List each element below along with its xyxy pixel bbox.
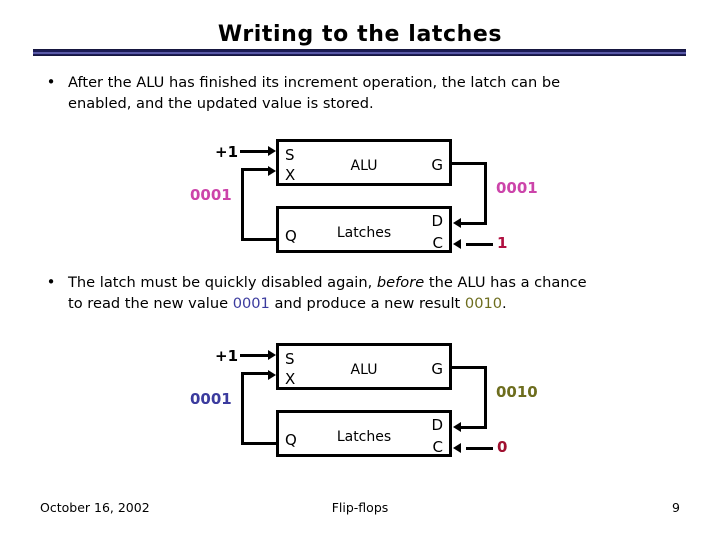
arrow-d-top (453, 218, 461, 228)
bullet-text-2: The latch must be quickly disabled again… (68, 272, 587, 314)
wire-feedback-vert-top (241, 168, 244, 241)
alu-block-top: ALU S X G (276, 139, 452, 186)
arrow-d-bottom (453, 422, 461, 432)
port-x-bottom: X (285, 370, 296, 388)
bullet-1-line-1: After the ALU has finished its increment… (68, 74, 561, 91)
bullet-2-value-new: 0010 (464, 295, 503, 312)
diagram-bottom: +1 ALU S X G Latches Q D C 0001 0010 (180, 334, 560, 474)
signal-feedback-bottom: 0001 (190, 390, 232, 408)
bullet-2-value-old: 0001 (232, 295, 270, 312)
title-divider (33, 49, 686, 56)
signal-output-bottom: 0010 (496, 383, 538, 401)
wire-feedback-bottom-bottom (241, 442, 279, 445)
bullet-text-1: After the ALU has finished its increment… (68, 72, 560, 114)
wire-output-bottom-bottom (460, 426, 487, 429)
footer-page-number: 9 (672, 500, 680, 515)
arrow-increment-top (268, 146, 276, 156)
wire-increment-top (240, 150, 269, 153)
port-g-top: G (431, 156, 443, 174)
signal-clock-bottom: 0 (497, 438, 508, 456)
bullet-2-line-1-a: The latch must be quickly disabled again… (68, 274, 377, 291)
wire-feedback-vert-bottom (241, 372, 244, 445)
wire-feedback-bottom-top (241, 238, 279, 241)
arrow-c-top (453, 239, 461, 249)
signal-clock-top: 1 (497, 234, 508, 252)
port-q-top: Q (285, 227, 297, 245)
signal-output-top: 0001 (496, 179, 538, 197)
arrow-c-bottom (453, 443, 461, 453)
wire-feedback-top-bottom (241, 372, 271, 375)
bullet-2-emphasis: before (376, 274, 425, 291)
title-divider-highlight (33, 52, 686, 54)
latches-block-bottom: Latches Q D C (276, 410, 452, 457)
port-d-bottom: D (431, 416, 443, 434)
signal-feedback-top: 0001 (190, 186, 232, 204)
bullet-2-line-2-c: . (502, 295, 507, 312)
bullet-1-line-2: enabled, and the updated value is stored… (68, 95, 374, 112)
arrow-x-top (268, 166, 276, 176)
port-q-bottom: Q (285, 431, 297, 449)
wire-clock-bottom (466, 447, 493, 450)
alu-label-bottom: ALU (350, 362, 378, 378)
page-title: Writing to the latches (217, 22, 503, 47)
bullet-2-line-2-b: and produce a new result (269, 295, 465, 312)
port-c-top: C (432, 234, 443, 252)
bullet-2-line-1-b: the ALU has a chance (424, 274, 587, 291)
wire-clock-top (466, 243, 493, 246)
bullet-marker-2: • (46, 273, 56, 291)
wire-output-vert-top (484, 162, 487, 224)
port-s-bottom: S (285, 350, 295, 368)
signal-increment-top: +1 (215, 143, 239, 161)
port-x-top: X (285, 166, 296, 184)
arrow-increment-bottom (268, 350, 276, 360)
bullet-marker: • (46, 73, 56, 91)
arrow-x-bottom (268, 370, 276, 380)
signal-increment-bottom: +1 (215, 347, 239, 365)
footer-date: October 16, 2002 (40, 500, 150, 515)
bullet-2-line-2-a: to read the new value (68, 295, 233, 312)
wire-output-bottom-top (460, 222, 487, 225)
alu-block-bottom: ALU S X G (276, 343, 452, 390)
port-d-top: D (431, 212, 443, 230)
latches-label-bottom: Latches (336, 429, 392, 445)
wire-feedback-top-top (241, 168, 271, 171)
port-s-top: S (285, 146, 295, 164)
latches-label-top: Latches (336, 225, 392, 241)
port-c-bottom: C (432, 438, 443, 456)
wire-output-vert-bottom (484, 366, 487, 428)
diagram-top: +1 ALU S X G Latches Q D C 0001 0001 (180, 130, 560, 270)
wire-increment-bottom (240, 354, 269, 357)
footer-topic: Flip-flops (331, 500, 389, 515)
latches-block-top: Latches Q D C (276, 206, 452, 253)
port-g-bottom: G (431, 360, 443, 378)
alu-label-top: ALU (350, 158, 378, 174)
wire-output-top-bottom (452, 366, 487, 369)
wire-output-top-top (452, 162, 487, 165)
